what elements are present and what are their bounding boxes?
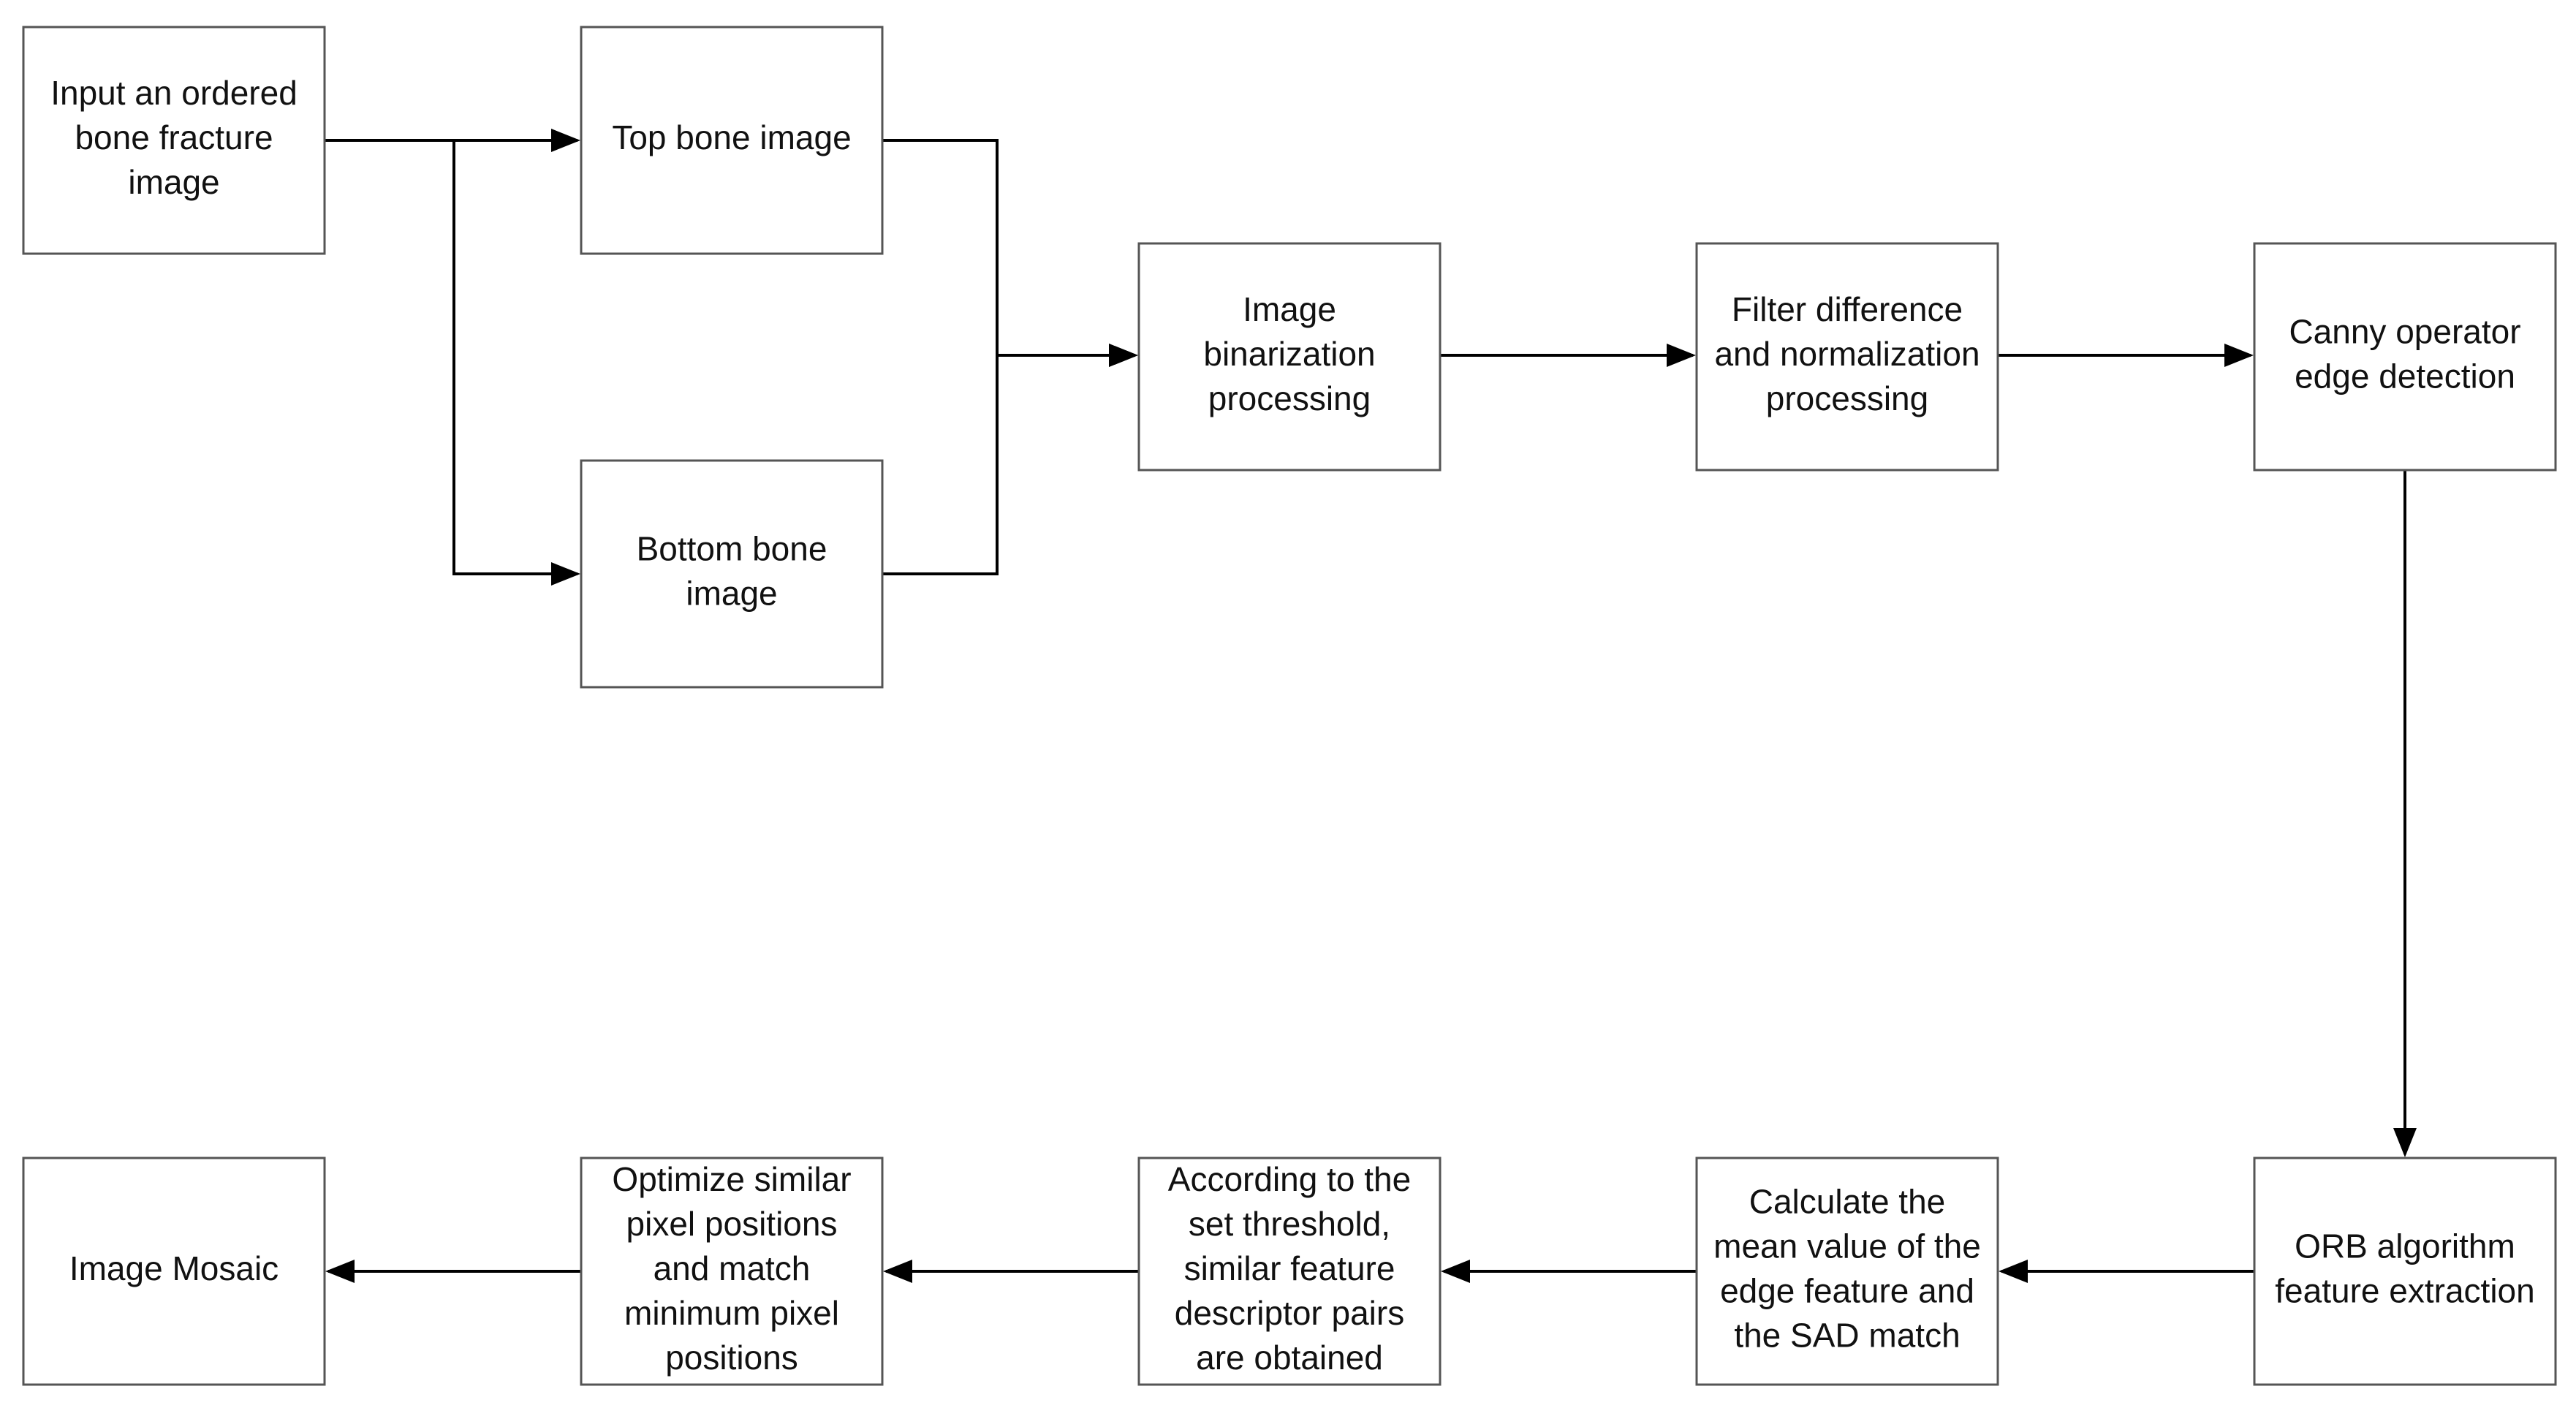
node-label-mean-line-2: edge feature and: [1720, 1272, 1974, 1310]
node-top: Top bone image: [580, 26, 884, 255]
node-orb: ORB algorithm feature extraction: [2253, 1157, 2557, 1386]
node-label-bottom-line-0: Bottom bone: [637, 530, 827, 568]
node-box-mosaic: [22, 1157, 326, 1386]
nodes-layer: Input an ordered bone fracture image Top bo…: [22, 26, 2557, 1386]
node-label-optimize-line-0: Optimize similar: [612, 1160, 851, 1198]
node-box-binarize: [1137, 242, 1442, 472]
node-label-threshold-line-0: According to the: [1168, 1160, 1411, 1198]
node-label-mosaic-line-0: Image Mosaic: [69, 1249, 279, 1287]
node-label-optimize-line-2: and match: [654, 1249, 811, 1287]
node-label-orb-line-1: feature extraction: [2275, 1272, 2534, 1310]
node-label-filter-line-0: Filter difference: [1732, 290, 1963, 328]
node-label-binarize-line-1: binarization: [1203, 335, 1375, 373]
node-label-input-line-0: Input an ordered: [50, 74, 298, 112]
node-optimize: Optimize similar pixel positions and match…: [580, 1157, 884, 1386]
node-label-bottom-line-1: image: [686, 575, 777, 613]
node-label-mean-line-3: the SAD match: [1734, 1317, 1960, 1355]
node-box-bottom: [580, 459, 884, 689]
node-label-filter-line-1: and normalization: [1714, 335, 1980, 373]
node-label-orb-line-0: ORB algorithm: [2295, 1227, 2515, 1265]
node-label-optimize-line-4: positions: [665, 1339, 798, 1377]
node-box-orb: [2253, 1157, 2557, 1386]
node-label-filter-line-2: processing: [1766, 379, 1928, 417]
node-label-mean-line-0: Calculate the: [1749, 1183, 1946, 1221]
node-box-optimize: [580, 1157, 884, 1386]
node-label-optimize-line-1: pixel positions: [626, 1205, 838, 1243]
node-mosaic: Image Mosaic: [22, 1157, 326, 1386]
node-mean: Calculate the mean value of the edge featu…: [1695, 1157, 1999, 1386]
node-label-optimize-line-3: minimum pixel: [624, 1294, 839, 1332]
node-box-canny: [2253, 242, 2557, 472]
node-label-binarize-line-2: processing: [1208, 379, 1371, 417]
node-bottom: Bottom bone image: [580, 459, 884, 689]
node-filter: Filter difference and normalization proces…: [1695, 242, 1999, 472]
node-label-binarize-line-0: Image: [1243, 290, 1336, 328]
node-label-input-line-1: bone fracture: [75, 118, 273, 156]
node-label-canny-line-0: Canny operator: [2289, 313, 2520, 351]
node-threshold: According to the set threshold, similar fe…: [1137, 1157, 1442, 1386]
node-label-threshold-line-4: are obtained: [1196, 1339, 1383, 1377]
node-label-canny-line-1: edge detection: [2295, 357, 2515, 395]
edges-layer: [325, 129, 2417, 1283]
node-canny: Canny operator edge detection: [2253, 242, 2557, 472]
node-input: Input an ordered bone fracture image: [22, 26, 326, 255]
node-label-threshold-line-2: similar feature: [1184, 1249, 1395, 1287]
node-binarize: Image binarization processing: [1137, 242, 1442, 472]
node-label-threshold-line-1: set threshold,: [1189, 1205, 1390, 1243]
node-box-mean: [1695, 1157, 1999, 1386]
edge-bottom-to-binarize: [882, 344, 1138, 575]
node-label-top-line-0: Top bone image: [612, 118, 851, 156]
node-label-input-line-2: image: [128, 163, 219, 201]
edge-input-to-bottom: [325, 139, 580, 586]
node-box-threshold: [1137, 1157, 1442, 1386]
node-label-mean-line-1: mean value of the: [1713, 1227, 1981, 1265]
node-box-filter: [1695, 242, 1999, 472]
node-box-top: [580, 26, 884, 255]
node-box-input: [22, 26, 326, 255]
node-label-threshold-line-3: descriptor pairs: [1175, 1294, 1404, 1332]
edge-top-to-binarize: [882, 139, 1138, 367]
